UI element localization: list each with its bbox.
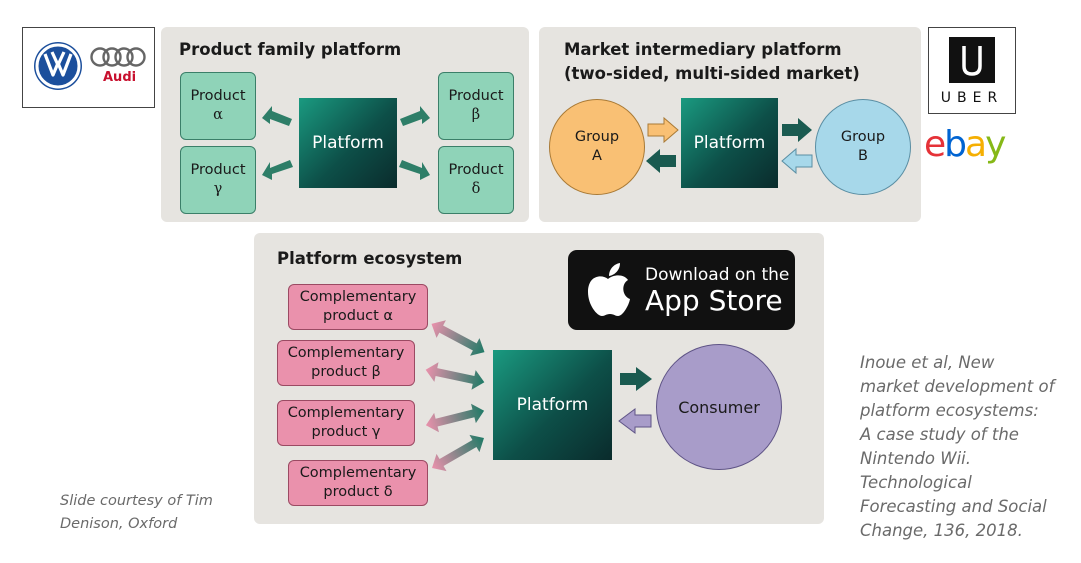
complement-line2: product γ (311, 424, 381, 440)
complementary-product-alpha: Complementary product α (288, 284, 428, 330)
arrow-platform-to-alpha (262, 106, 292, 126)
product-beta-box: Product β (438, 72, 514, 140)
arrow-platform-to-group-a (646, 149, 676, 173)
product-label: Product (190, 88, 246, 104)
group-b-circle: Group B (815, 99, 911, 195)
ebay-logo: ebay (924, 123, 1006, 167)
group-a-circle: Group A (549, 99, 645, 195)
arrow-beta-platform (425, 362, 485, 390)
product-greek: α (213, 107, 223, 123)
app-store-badge[interactable]: Download on the App Store (568, 250, 795, 330)
ecosystem-platform: Platform (493, 350, 612, 460)
complement-line2: product β (311, 364, 381, 380)
uber-logo-box: UBER (928, 27, 1016, 114)
group-label: Group (840, 129, 886, 145)
complement-line1: Complementary (299, 465, 417, 481)
platform-label: Platform (312, 133, 384, 153)
ebay-a: a (965, 124, 987, 165)
apple-icon (588, 263, 630, 316)
arrow-platform-to-group-b (782, 118, 812, 142)
market-title-line2: (two-sided, multi-sided market) (564, 64, 860, 83)
uber-wordmark: UBER (940, 90, 1004, 106)
product-gamma-box: Product γ (180, 146, 256, 214)
market-platform: Platform (681, 98, 778, 188)
arrow-consumer-to-platform (618, 408, 652, 434)
group-letter: A (592, 148, 602, 164)
product-family-platform: Platform (299, 98, 397, 188)
product-family-title: Product family platform (179, 40, 402, 59)
complement-line1: Complementary (287, 405, 405, 421)
complementary-product-beta: Complementary product β (277, 340, 415, 386)
arrow-platform-to-beta (400, 106, 430, 126)
product-label: Product (190, 162, 246, 178)
complementary-product-gamma: Complementary product γ (277, 400, 415, 446)
product-greek: β (471, 107, 481, 123)
market-title-line1: Market intermediary platform (564, 40, 842, 59)
group-letter: B (858, 148, 868, 164)
product-greek: γ (213, 181, 223, 197)
product-greek: δ (471, 181, 481, 197)
platform-label: Platform (516, 395, 589, 415)
arrow-delta-platform (432, 434, 484, 472)
uber-icon (949, 37, 995, 83)
vw-logo (34, 42, 82, 90)
app-store-line1: Download on the (645, 265, 790, 285)
arrow-platform-to-gamma (262, 160, 293, 180)
product-delta-box: Product δ (438, 146, 514, 214)
arrow-platform-to-consumer (620, 367, 652, 391)
product-label: Product (448, 162, 504, 178)
audi-wordmark: Audi (103, 70, 137, 85)
ecosystem-title: Platform ecosystem (277, 249, 463, 268)
product-label: Product (448, 88, 504, 104)
app-store-line2: App Store (645, 284, 783, 317)
product-alpha-box: Product α (180, 72, 256, 140)
complementary-product-delta: Complementary product δ (288, 460, 428, 506)
ebay-e: e (924, 124, 946, 165)
ebay-b: b (944, 124, 967, 165)
arrow-group-a-to-platform (647, 116, 679, 144)
platform-label: Platform (693, 133, 766, 153)
vw-audi-logo-box: Audi (22, 27, 155, 108)
group-label: Group (574, 129, 620, 145)
consumer-circle: Consumer (656, 344, 782, 470)
arrow-group-b-to-platform (781, 147, 813, 175)
ebay-y: y (985, 124, 1006, 165)
arrow-alpha-platform (431, 320, 485, 356)
complement-line2: product δ (323, 484, 393, 500)
complement-line1: Complementary (287, 345, 405, 361)
arrow-platform-to-delta (399, 160, 430, 180)
audi-rings-logo (90, 47, 146, 67)
consumer-label: Consumer (678, 397, 760, 417)
citation-note: Inoue et al, New market development of p… (860, 353, 1055, 540)
complement-line2: product α (323, 308, 393, 324)
slide-courtesy-note: Slide courtesy of Tim Denison, Oxford (60, 493, 213, 532)
complement-line1: Complementary (299, 289, 417, 305)
arrow-gamma-platform (425, 403, 485, 433)
